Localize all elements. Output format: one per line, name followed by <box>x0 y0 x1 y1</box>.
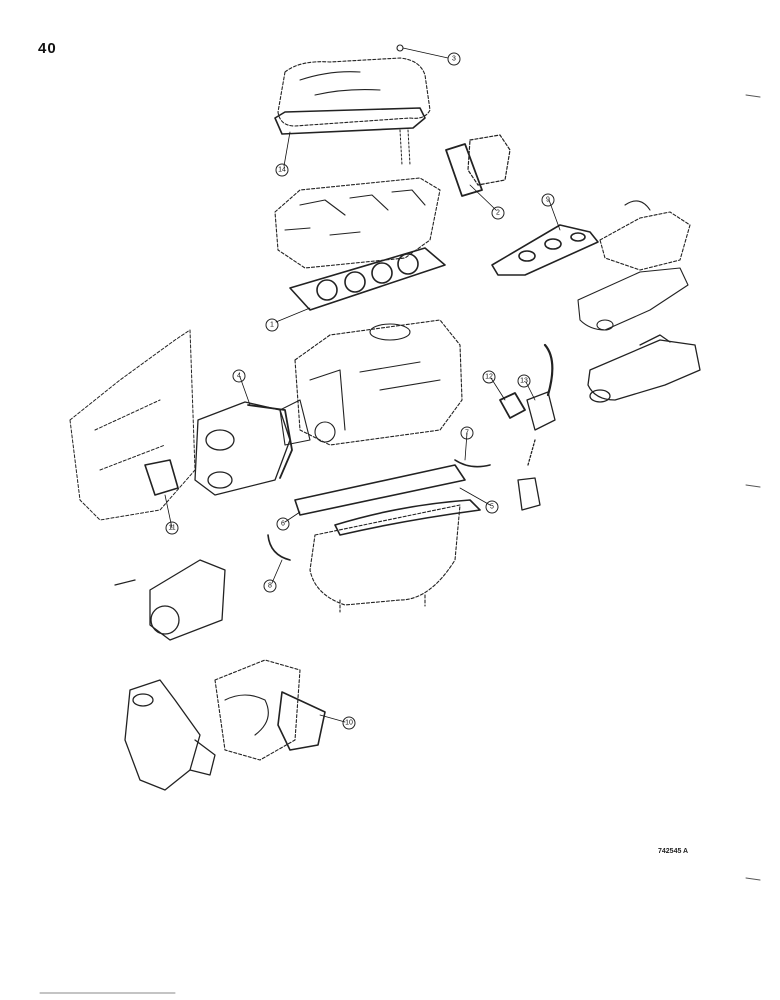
water-pump-gasket <box>277 691 326 751</box>
callout-13: 13 <box>517 374 531 388</box>
callout-2-label: 2 <box>496 210 500 217</box>
fan-housing <box>114 559 226 641</box>
manifold-gasket <box>491 224 599 276</box>
callout-5: 5 <box>485 500 499 514</box>
callout-11: 11 <box>165 521 179 535</box>
callout-13-label: 13 <box>520 378 528 385</box>
callout-5-label: 5 <box>490 504 494 511</box>
callout-14: 14 <box>275 163 289 177</box>
callout-12: 12 <box>482 370 496 384</box>
valve-cover-gasket <box>274 107 426 135</box>
callout-10: 10 <box>342 716 356 730</box>
callout-7-label: 7 <box>465 430 469 437</box>
callout-6: 6 <box>276 517 290 531</box>
callout-8-label: 8 <box>268 583 272 590</box>
callout-4: 4 <box>232 369 246 383</box>
callout-3: 3 <box>447 52 461 66</box>
page-number: 40 <box>38 40 57 57</box>
callout-9: 9 <box>541 193 555 207</box>
oil-pan <box>309 504 461 613</box>
engine-block <box>279 319 463 446</box>
valve-cover <box>277 44 431 127</box>
water-pump <box>124 679 216 791</box>
callout-3-label: 3 <box>452 56 456 63</box>
oil-pan-gasket <box>294 464 481 536</box>
leader-lines <box>164 47 561 723</box>
fuel-pump <box>499 343 556 511</box>
timing-cover-gasket <box>144 459 179 496</box>
front-cover <box>194 401 293 496</box>
callout-12-label: 12 <box>485 374 493 381</box>
callout-6-label: 6 <box>281 521 285 528</box>
callout-9-label: 9 <box>546 197 550 204</box>
callout-8: 8 <box>263 579 277 593</box>
exhaust-manifold <box>577 267 689 331</box>
callout-1: 1 <box>265 318 279 332</box>
margin-ticks <box>39 94 761 994</box>
cylinder-head <box>274 177 441 269</box>
thermostat-housing <box>214 659 301 761</box>
callout-2: 2 <box>491 206 505 220</box>
callout-7: 7 <box>460 426 474 440</box>
main-seal-gaskets <box>267 459 491 561</box>
manifold-assembly <box>587 334 701 403</box>
callout-11-label: 11 <box>168 525 175 532</box>
figure-code: 742545 A <box>658 848 689 855</box>
push-rods <box>399 129 411 166</box>
intake-manifold <box>599 200 691 271</box>
bell-housing <box>69 329 196 521</box>
callout-10-label: 10 <box>345 720 353 727</box>
head-gasket <box>289 247 446 311</box>
callout-4-label: 4 <box>237 373 241 380</box>
side-cover-plate <box>445 134 511 197</box>
callout-1-label: 1 <box>270 322 274 329</box>
callout-14-label: 14 <box>278 167 286 174</box>
